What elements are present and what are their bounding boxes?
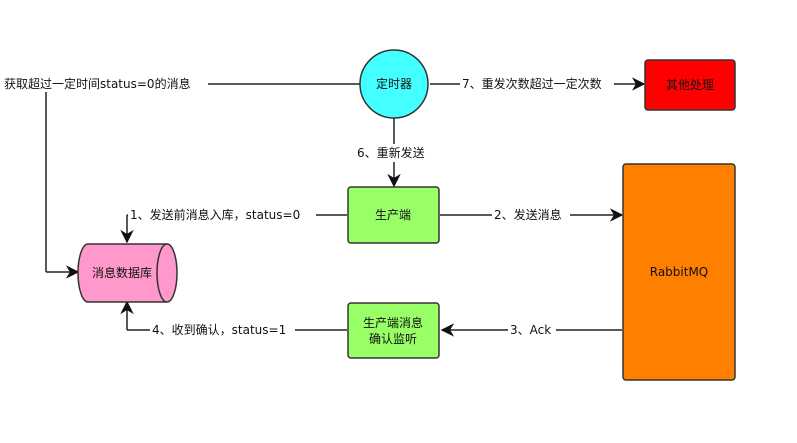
db-label: 消息数据库 — [92, 265, 152, 280]
other-node[interactable]: 其他处理 — [644, 59, 736, 111]
other-label: 其他处理 — [666, 78, 714, 92]
edge-ack-label: 3、Ack — [510, 323, 551, 337]
producer-node[interactable]: 生产端 — [347, 186, 440, 244]
timer-node[interactable]: 定时器 — [359, 49, 429, 119]
listener-label-line2: 确认监听 — [369, 332, 417, 346]
db-cylinder-cap — [156, 243, 168, 303]
db-node[interactable]: 消息数据库 — [77, 243, 178, 303]
edge-fetch-label: 获取超过一定时间status=0的消息 — [4, 76, 191, 91]
listener-box — [347, 302, 440, 359]
rabbitmq-box — [622, 163, 736, 381]
rabbitmq-node[interactable]: RabbitMQ — [622, 163, 736, 381]
producer-box — [347, 186, 440, 244]
other-box — [644, 59, 736, 111]
timer-circle — [359, 49, 429, 119]
edge-retry-limit-label: 7、重发次数超过一定次数 — [462, 76, 602, 91]
edge-send-label: 2、发送消息 — [494, 207, 562, 222]
edge-store-label: 1、发送前消息入库，status=0 — [130, 207, 300, 222]
edge-confirm-label: 4、收到确认，status=1 — [152, 323, 286, 337]
edge-resend-label: 6、重新发送 — [357, 145, 425, 160]
producer-label: 生产端 — [375, 208, 411, 222]
timer-label: 定时器 — [376, 76, 412, 91]
listener-node[interactable]: 生产端消息 确认监听 — [347, 302, 440, 359]
listener-label-line1: 生产端消息 — [363, 315, 423, 330]
rabbitmq-label: RabbitMQ — [650, 265, 709, 279]
